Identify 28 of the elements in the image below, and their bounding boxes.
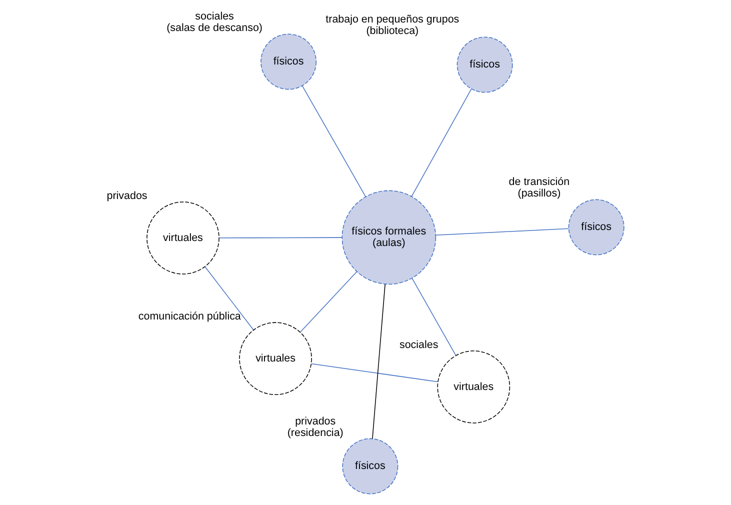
node-label: (salas de descanso) (166, 22, 263, 34)
connector (435, 228, 569, 236)
node-label: sociales (399, 338, 438, 351)
node-label: privados (106, 190, 148, 202)
connector (218, 237, 342, 238)
node-circle: físicos formales (aulas) (342, 190, 436, 285)
node-label: (residencia) (287, 426, 344, 439)
node-circle: virtuales (437, 350, 510, 424)
node-label: trabajo en pequeños grupos (326, 14, 460, 26)
node-label: (biblioteca) (366, 25, 419, 38)
connector (204, 266, 254, 330)
node-label: de transición (508, 176, 570, 188)
connector (412, 278, 456, 356)
connector (311, 363, 438, 382)
node-circle: virtuales (239, 322, 312, 396)
node-circle: físicos (568, 199, 624, 256)
node-circle: físicos (456, 36, 513, 93)
node-circle: virtuales (146, 202, 220, 274)
node-label: privados (295, 415, 336, 428)
connector (372, 284, 386, 439)
node-label: (pasillos) (518, 188, 561, 200)
connector (300, 271, 358, 332)
connector (411, 88, 472, 197)
node-label: sociales (195, 10, 234, 23)
node-circle: físicos (260, 34, 317, 90)
node-circle: físicos (342, 438, 398, 494)
connector (302, 85, 366, 198)
node-label: comunicación pública (138, 310, 241, 323)
